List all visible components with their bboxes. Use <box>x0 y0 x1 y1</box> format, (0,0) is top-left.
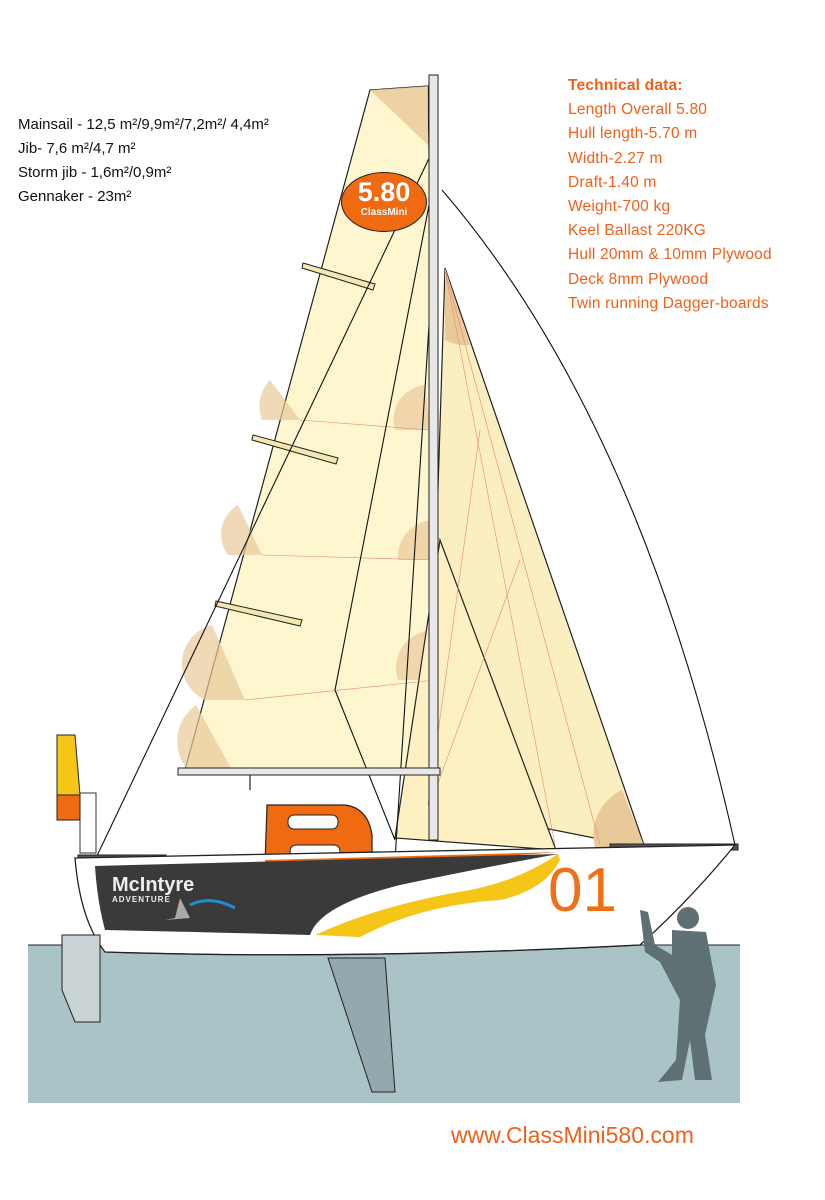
gennaker-head-patch <box>445 268 470 346</box>
hull-dark-band <box>95 854 558 935</box>
sail-area-storm-jib: Storm jib - 1,6m²/0,9m² <box>18 164 172 181</box>
hull-logo: McIntyre ADVENTURE <box>112 875 194 905</box>
mast <box>428 74 439 841</box>
rigging <box>94 149 736 861</box>
tech-item: Width-2.27 m <box>568 149 663 167</box>
cabin-window <box>287 814 339 830</box>
hull-underwater <box>104 944 641 956</box>
rudder <box>61 934 101 1023</box>
gennaker-clew-patch <box>593 790 645 848</box>
technical-data: Technical data: Length Overall 5.80 Hull… <box>568 74 772 316</box>
logo-wave-icon <box>189 899 236 910</box>
mainsail-head-patch <box>370 86 428 145</box>
tech-item: Deck 8mm Plywood <box>568 270 709 288</box>
hull-yellow-swoosh <box>315 854 560 937</box>
badge-class: ClassMini <box>360 207 408 218</box>
tech-item: Length Overall 5.80 <box>568 101 708 119</box>
hull-logo-sub: ADVENTURE <box>112 895 171 904</box>
boom <box>177 767 441 776</box>
flag-orange-panel <box>56 794 81 821</box>
battens <box>214 262 376 627</box>
sail-area-jib: Jib- 7,6 m²/4,7 m² <box>18 140 136 157</box>
tech-item: Weight-700 kg <box>568 198 671 216</box>
tech-item: Keel Ballast 220KG <box>568 222 707 240</box>
logo-whale-tail-icon <box>165 898 190 920</box>
badge-number: 5.80 <box>357 177 411 207</box>
sail-areas: Mainsail - 12,5 m²/9,9m²/7,2m²/ 4,4m² Ji… <box>18 113 269 209</box>
technical-data-heading: Technical data: <box>568 77 683 94</box>
tech-item: Twin running Dagger-boards <box>568 294 769 312</box>
hull-logo-name: McIntyre <box>112 874 195 896</box>
tech-item: Hull 20mm & 10mm Plywood <box>568 246 772 264</box>
sail-class-badge: 5.80 ClassMini <box>341 172 427 232</box>
person-silhouette <box>640 907 716 1082</box>
hull-sail-number: 01 <box>548 856 617 925</box>
flag-pole <box>79 792 97 854</box>
tech-item: Hull length-5.70 m <box>568 125 698 143</box>
sail-area-gennaker: Gennaker - 23m² <box>18 188 132 205</box>
keel <box>327 957 396 1093</box>
tech-item: Draft-1.40 m <box>568 173 657 191</box>
website-url[interactable]: www.ClassMini580.com <box>451 1122 694 1148</box>
sail-area-mainsail: Mainsail - 12,5 m²/9,9m²/7,2m²/ 4,4m² <box>18 116 269 133</box>
